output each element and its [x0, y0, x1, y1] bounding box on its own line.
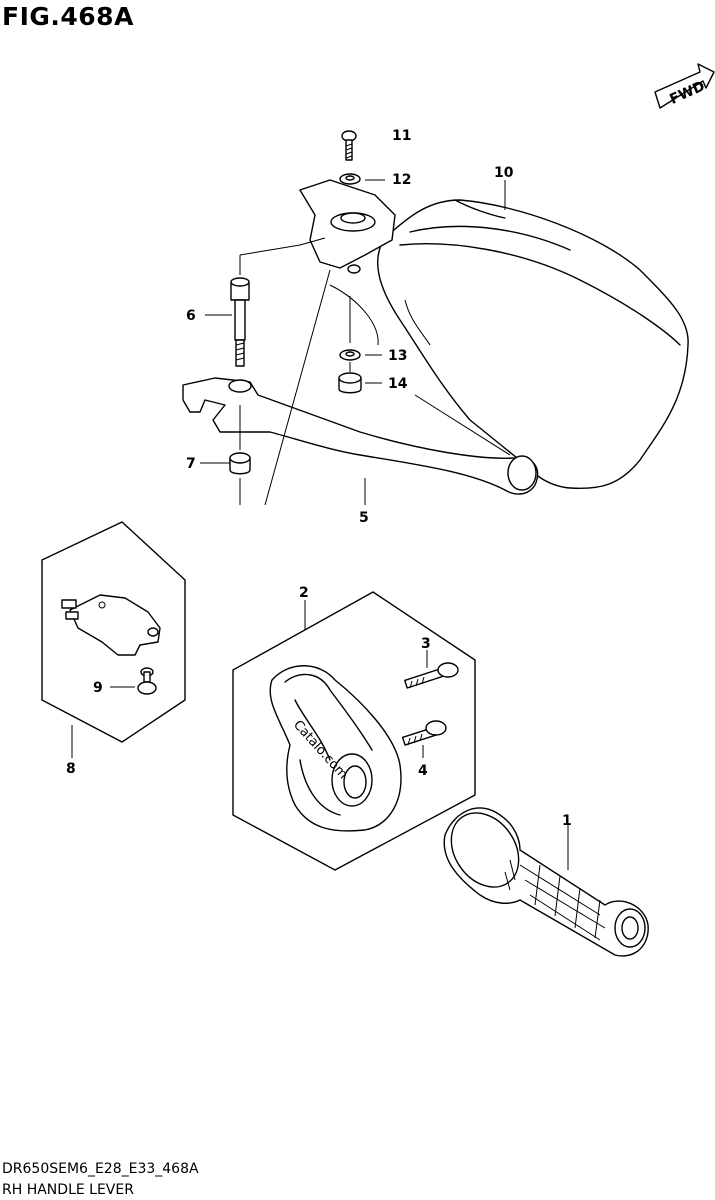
hand-guard[interactable]: [377, 199, 689, 490]
housing-box-2: [232, 591, 476, 871]
brake-switch[interactable]: [61, 594, 161, 656]
figure-title: FIG.468A: [2, 2, 134, 31]
diagram-code: DR650SEM6_E28_E33_468A: [2, 1161, 199, 1177]
callout-1: 1: [562, 813, 572, 829]
assembly-lines: [239, 237, 431, 506]
callout-2: 2: [299, 585, 309, 601]
callout-13: 13: [388, 348, 407, 364]
nut-7[interactable]: [229, 452, 251, 475]
callout-8: 8: [66, 761, 76, 777]
nut-14[interactable]: [338, 372, 362, 394]
callout-5: 5: [359, 510, 369, 526]
screw-11[interactable]: [341, 130, 357, 161]
callout-12: 12: [392, 172, 411, 188]
callout-leaders: [71, 179, 569, 870]
washer-13[interactable]: [339, 349, 361, 361]
callout-6: 6: [186, 308, 196, 324]
callout-9: 9: [93, 680, 103, 696]
callout-4: 4: [418, 763, 428, 779]
throttle-housing[interactable]: [269, 665, 402, 832]
callout-11: 11: [392, 128, 411, 144]
guard-bracket[interactable]: [299, 179, 396, 274]
throttle-grip[interactable]: [437, 800, 649, 957]
diagram-caption: RH HANDLE LEVER: [2, 1182, 134, 1198]
bolt-6[interactable]: [230, 277, 250, 367]
brake-lever-5[interactable]: [182, 377, 539, 495]
washer-12[interactable]: [339, 173, 361, 185]
fwd-arrow-icon: FWD: [654, 63, 715, 109]
switch-kit-box-8: [41, 521, 186, 743]
callout-14: 14: [388, 376, 408, 392]
callout-7: 7: [186, 456, 196, 472]
screw-9[interactable]: [137, 667, 157, 695]
screw-3[interactable]: [404, 662, 459, 689]
callout-3: 3: [421, 636, 431, 652]
callout-10: 10: [494, 165, 514, 181]
screw-4[interactable]: [401, 720, 447, 746]
